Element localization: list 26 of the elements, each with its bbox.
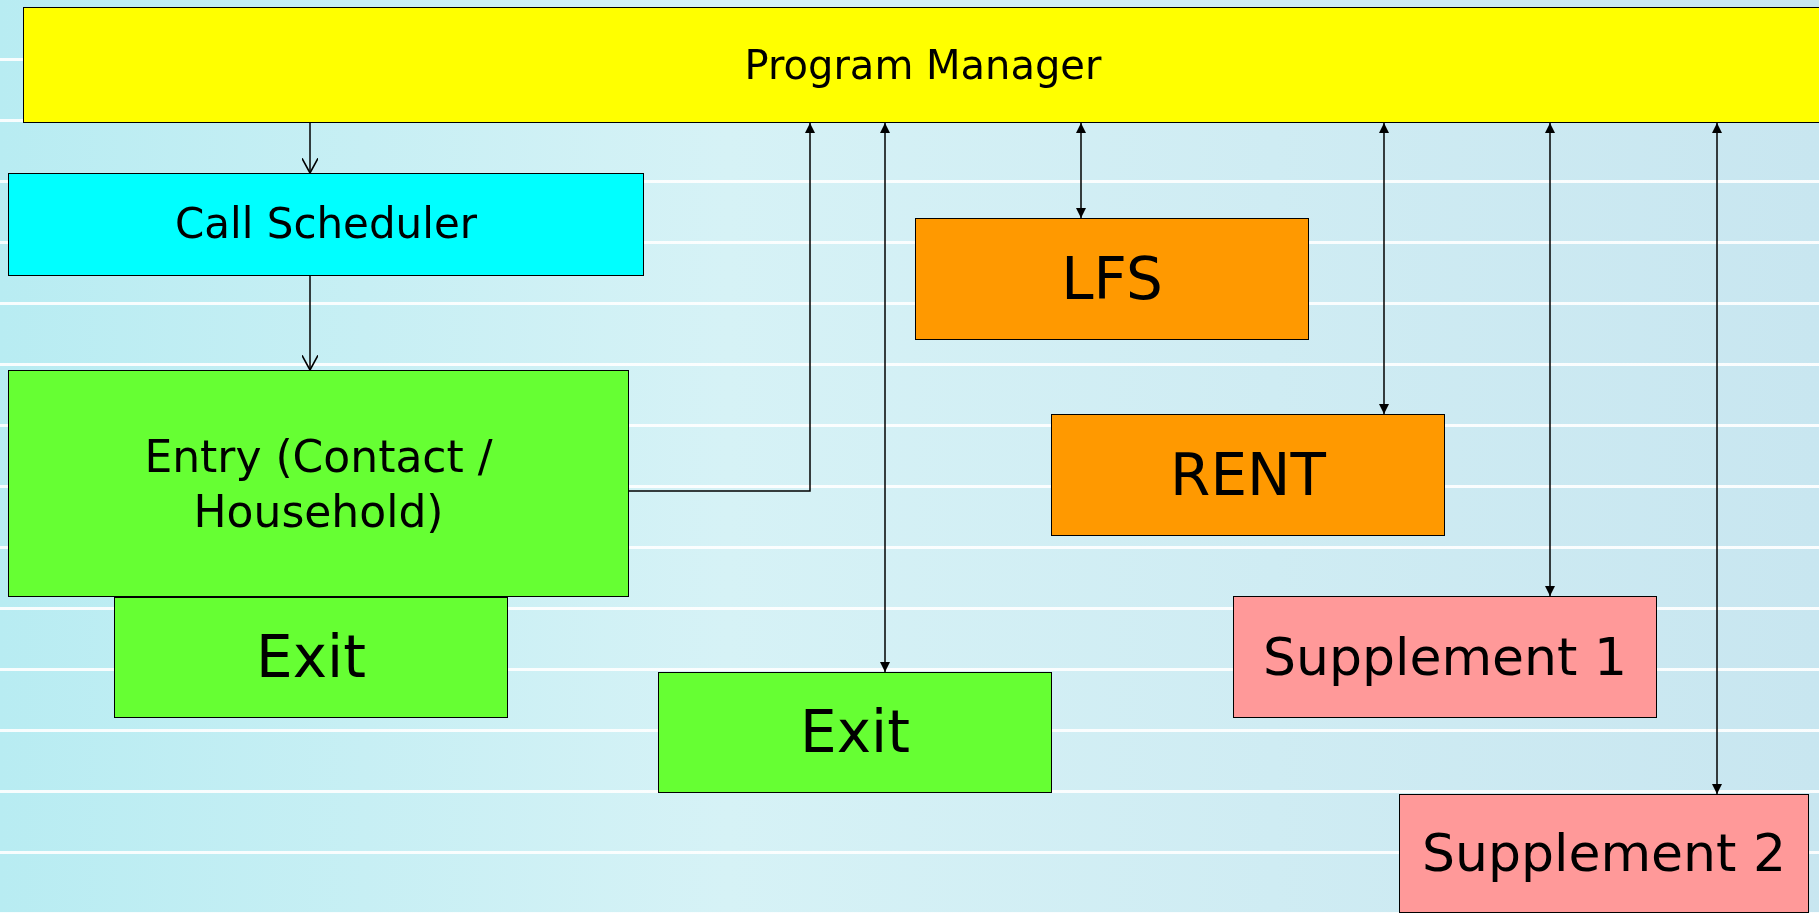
box-label: Entry (Contact / Household) (143, 429, 494, 539)
arrow (1076, 122, 1086, 219)
process-box (114, 597, 508, 718)
process-box (658, 672, 1052, 793)
arrow (628, 122, 815, 492)
process-box (8, 173, 644, 276)
box-label: Call Scheduler (174, 198, 478, 251)
arrow (1545, 122, 1555, 597)
box-label: Program Manager (743, 41, 1103, 90)
process-box (1399, 794, 1809, 913)
arrow (1379, 122, 1389, 415)
process-box (1051, 414, 1445, 536)
process-box (8, 370, 629, 597)
box-label: RENT (1169, 439, 1327, 511)
process-box (23, 7, 1819, 123)
box-label: LFS (1060, 243, 1164, 315)
arrow (301, 275, 319, 371)
arrow (1712, 122, 1722, 795)
process-box (915, 218, 1309, 340)
process-box (1233, 596, 1657, 718)
box-label: Supplement 1 (1262, 625, 1628, 689)
box-label: Exit (799, 697, 911, 769)
box-label: Exit (255, 622, 367, 694)
arrow (880, 122, 890, 673)
arrow (301, 122, 319, 174)
box-label: Supplement 2 (1421, 822, 1787, 885)
